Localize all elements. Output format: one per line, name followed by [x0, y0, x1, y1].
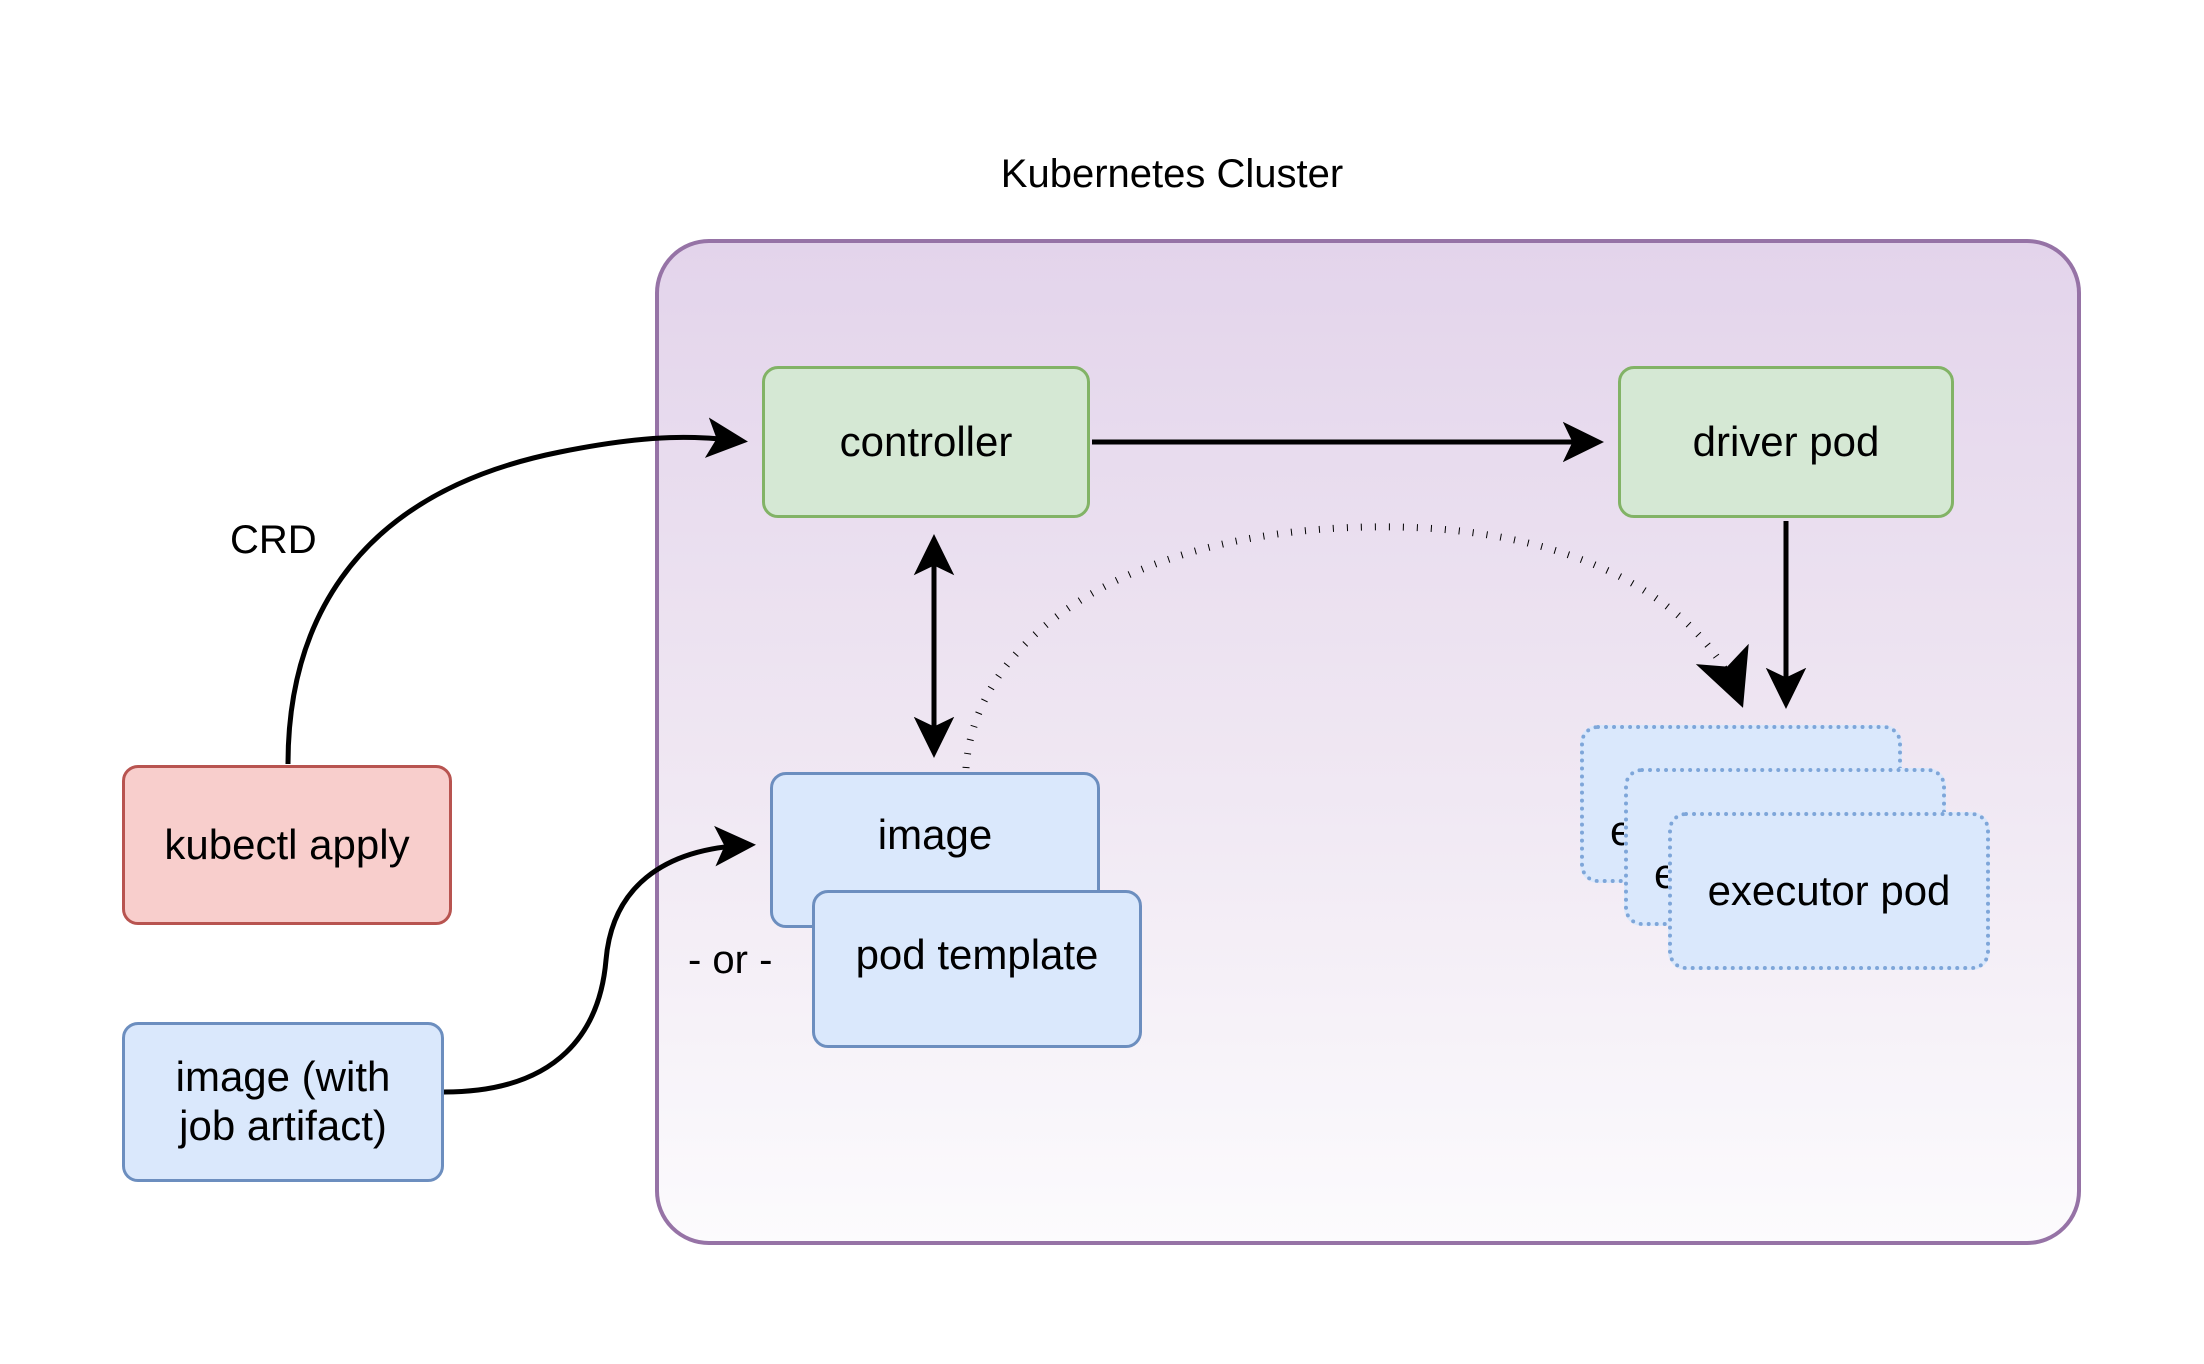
node-pod-template-label: pod template	[855, 931, 1099, 978]
node-driver-pod[interactable]: driver pod	[1618, 366, 1954, 518]
edge-kubectl-apply-to-controller	[285, 417, 748, 765]
node-image-label: image	[877, 811, 993, 858]
page-title: Kubernetes Cluster	[1000, 152, 1344, 196]
label-or-separator: - or -	[688, 938, 773, 982]
node-kubectl-apply-label: kubectl apply	[164, 820, 410, 868]
edge-label-crd: CRD	[230, 518, 317, 562]
node-executor-pod-front-label: executor pod	[1707, 866, 1951, 914]
node-image-with-job-artifact[interactable]: image (with job artifact)	[122, 1022, 444, 1182]
node-controller-label: controller	[839, 417, 1013, 465]
node-controller[interactable]: controller	[762, 366, 1090, 518]
node-kubectl-apply[interactable]: kubectl apply	[122, 765, 452, 925]
node-pod-template[interactable]: pod template	[812, 890, 1142, 1048]
node-image-with-job-artifact-label: image (with job artifact)	[175, 1053, 391, 1149]
node-executor-pod-front[interactable]: executor pod	[1668, 812, 1990, 970]
node-driver-pod-label: driver pod	[1692, 417, 1880, 465]
